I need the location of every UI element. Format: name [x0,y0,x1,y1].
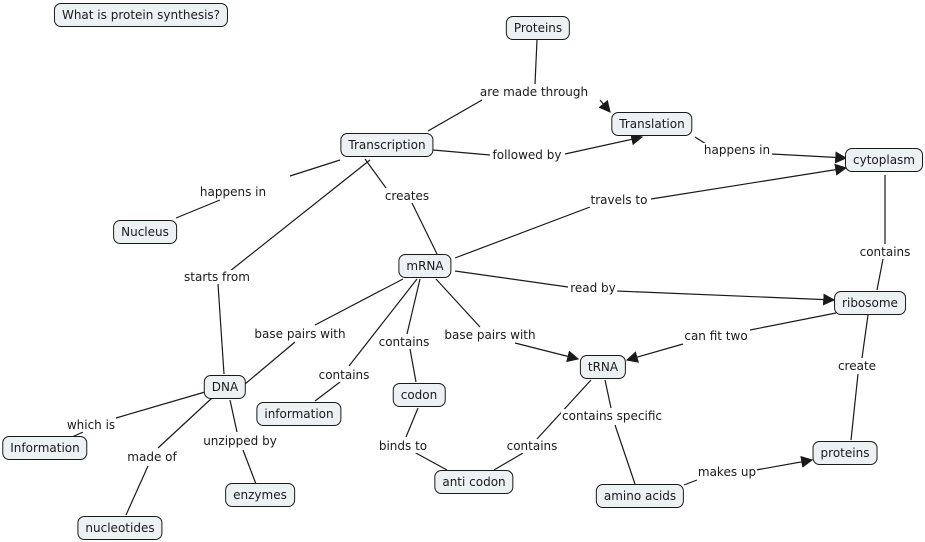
concept-information[interactable]: information [256,402,342,426]
link-create[interactable]: create [836,359,878,373]
line-basepairs2-trna [514,342,580,363]
concept-proteins-bottom[interactable]: proteins [812,441,878,465]
line-mrna-readby [454,270,569,288]
link-starts-from[interactable]: starts from [183,270,251,284]
link-base-pairs-with-dna[interactable]: base pairs with [253,327,347,341]
concept-translation[interactable]: Translation [611,112,693,136]
link-contains-cytoplasm[interactable]: contains [858,245,912,259]
concept-mrna[interactable]: mRNA [398,254,452,278]
line-trna-containsspecific [604,379,612,409]
concept-dna[interactable]: DNA [203,375,247,399]
link-made-of[interactable]: made of [126,450,178,464]
line-mrna-contains2 [406,278,421,335]
line-readby-ribosome [615,290,836,306]
link-creates[interactable]: creates [383,189,431,203]
title-node[interactable]: What is protein synthesis? [53,3,229,27]
line-contains-ribosome [876,258,884,291]
link-contains-information[interactable]: contains [317,368,371,382]
line-codon-bindsto [405,407,419,438]
link-travels-to[interactable]: travels to [589,193,649,207]
concept-trna[interactable]: tRNA [579,355,627,379]
line-madeof-nucleotides [125,465,149,516]
line-link-transcription [427,99,483,132]
link-can-fit-two[interactable]: can fit two [683,329,749,343]
concept-enzymes[interactable]: enzymes [225,483,295,507]
concept-proteins[interactable]: Proteins [505,16,571,40]
line-contains2-codon [409,348,417,383]
line-containsspecific-aminoacids [614,424,636,485]
line-translation-happensin [694,136,707,145]
concept-cytoplasm[interactable]: cytoplasm [845,148,923,172]
line-transcription-startsfrom [224,159,371,276]
link-contains-specific[interactable]: contains specific [561,409,663,423]
concept-information-big[interactable]: Information [2,436,88,460]
concept-ribosome[interactable]: ribosome [834,291,906,315]
line-contains1-information [314,381,341,402]
link-followed-by[interactable]: followed by [491,148,563,162]
concept-transcription[interactable]: Transcription [340,133,434,157]
line-happensin-nucleus [175,199,221,219]
line-aminoacids-makesup [683,479,698,486]
link-read-by[interactable]: read by [569,281,617,295]
line-makesup-proteins [755,455,814,471]
line-bindsto-anticodon [413,451,448,471]
line-transcription-followedby [432,149,491,156]
line-transcription-happensin [289,159,341,177]
line-link-translation [598,99,611,113]
line-transcription-creates [364,158,387,189]
line-startsfrom-dna [217,283,225,375]
concept-nucleus[interactable]: Nucleus [113,220,177,244]
line-proteins-link [534,39,538,85]
line-dna-whichis [115,391,206,419]
line-happensin-cytoplasm [771,151,848,164]
link-makes-up[interactable]: makes up [696,465,758,479]
concept-anti-codon[interactable]: anti codon [434,470,514,494]
line-dna-unzippedby [229,399,238,433]
link-happens-in-translation[interactable]: happens in [702,143,772,157]
line-ribosome-canfittwo [749,312,837,331]
line-ribosome-create [861,314,869,359]
line-contains-anticodon [493,452,524,471]
line-creates-mrna [411,202,438,255]
line-create-proteins [850,373,859,441]
line-mrna-basepairs1 [314,278,404,326]
line-travelsto-cytoplasm [650,163,848,200]
link-which-is[interactable]: which is [65,418,117,432]
link-contains-codon[interactable]: contains [377,335,431,349]
line-mrna-basepairs2 [435,278,481,328]
concept-codon[interactable]: codon [392,383,446,407]
link-binds-to[interactable]: binds to [377,439,429,453]
link-are-made-through[interactable]: are made through [478,85,590,99]
line-mrna-travelsto [454,206,591,259]
concept-amino-acids[interactable]: amino acids [595,484,685,508]
link-unzipped-by[interactable]: unzipped by [202,434,278,448]
concept-nucleotides[interactable]: nucleotides [77,516,163,540]
link-happens-in-transcription[interactable]: happens in [198,185,268,199]
line-canfittwo-trna [625,343,684,363]
link-contains-anticodon[interactable]: contains [505,439,559,453]
line-mrna-contains1 [348,278,418,367]
line-dna-madeof [157,397,213,449]
link-base-pairs-with-trna[interactable]: base pairs with [443,328,537,342]
line-followedby-translation [564,133,644,155]
line-basepairs1-dna [244,341,296,385]
line-unzippedby-enzymes [242,449,257,485]
